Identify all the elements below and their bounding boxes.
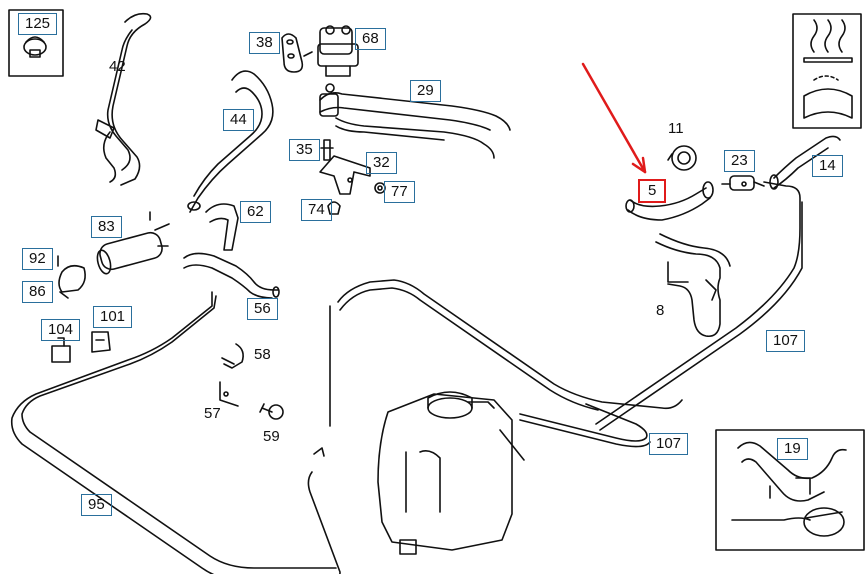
clip-74: [327, 201, 341, 215]
clip-101: [91, 331, 111, 353]
detail-hose: [731, 441, 847, 537]
part-label-38: 38: [249, 32, 280, 54]
grommet-38: [281, 33, 304, 73]
part-label-95: 95: [81, 494, 112, 516]
part-label-23: 23: [724, 150, 755, 172]
part-label-57: 57: [204, 405, 221, 422]
hose-56: [183, 252, 280, 299]
part-label-107: 107: [649, 433, 689, 455]
heater-symbol-icon: [803, 19, 853, 119]
part-label-107: 107: [766, 330, 806, 352]
pipes-29: [319, 83, 511, 159]
part-label-77: 77: [384, 181, 415, 203]
part-label-32: 32: [366, 152, 397, 174]
pointer-arrow: [581, 62, 647, 174]
hose-44: [187, 70, 274, 213]
part-label-29: 29: [410, 80, 441, 102]
bracket-57: [219, 381, 239, 407]
part-label-35: 35: [289, 139, 320, 161]
part-label-92: 92: [22, 248, 53, 270]
pipe-95: [10, 291, 341, 574]
pipe-107: [519, 181, 803, 448]
part-label-8: 8: [656, 302, 665, 319]
inset-box-heater-symbol: [792, 13, 862, 129]
part-label-5: 5: [638, 179, 667, 203]
bolt-59: [259, 403, 284, 420]
inset-box-detail: [715, 429, 865, 551]
part-label-14: 14: [812, 155, 843, 177]
connector-23: [721, 175, 765, 191]
clip-58: [221, 343, 244, 369]
inset-box-clamp: [8, 9, 64, 77]
part-label-19: 19: [777, 438, 808, 460]
part-label-125: 125: [18, 13, 58, 35]
pipe-center: [329, 279, 683, 427]
fitting-35: [320, 139, 334, 161]
pump-83: [96, 211, 170, 275]
part-label-86: 86: [22, 281, 53, 303]
valve-68: [303, 25, 359, 77]
part-label-11: 11: [668, 120, 684, 137]
part-label-101: 101: [93, 306, 133, 328]
part-label-42: 42: [109, 58, 126, 75]
clamp-icon: [23, 36, 47, 58]
part-label-83: 83: [91, 216, 122, 238]
hose-14: [769, 135, 841, 190]
part-label-62: 62: [240, 201, 271, 223]
part-label-44: 44: [223, 109, 254, 131]
part-label-56: 56: [247, 298, 278, 320]
part-label-74: 74: [301, 199, 332, 221]
nut-77: [374, 182, 386, 194]
bracket-32: [319, 155, 371, 195]
part-label-58: 58: [254, 346, 271, 363]
part-label-59: 59: [263, 428, 280, 445]
hose-5: [625, 181, 714, 221]
clip-104: [51, 337, 71, 363]
hose-42: [95, 12, 152, 186]
clamp-11: [667, 145, 697, 171]
expansion-tank: [377, 391, 525, 555]
part-label-68: 68: [355, 28, 386, 50]
connector-86: [57, 255, 86, 299]
hose-62: [205, 203, 239, 251]
hose-8: [655, 233, 731, 338]
part-label-104: 104: [41, 319, 81, 341]
